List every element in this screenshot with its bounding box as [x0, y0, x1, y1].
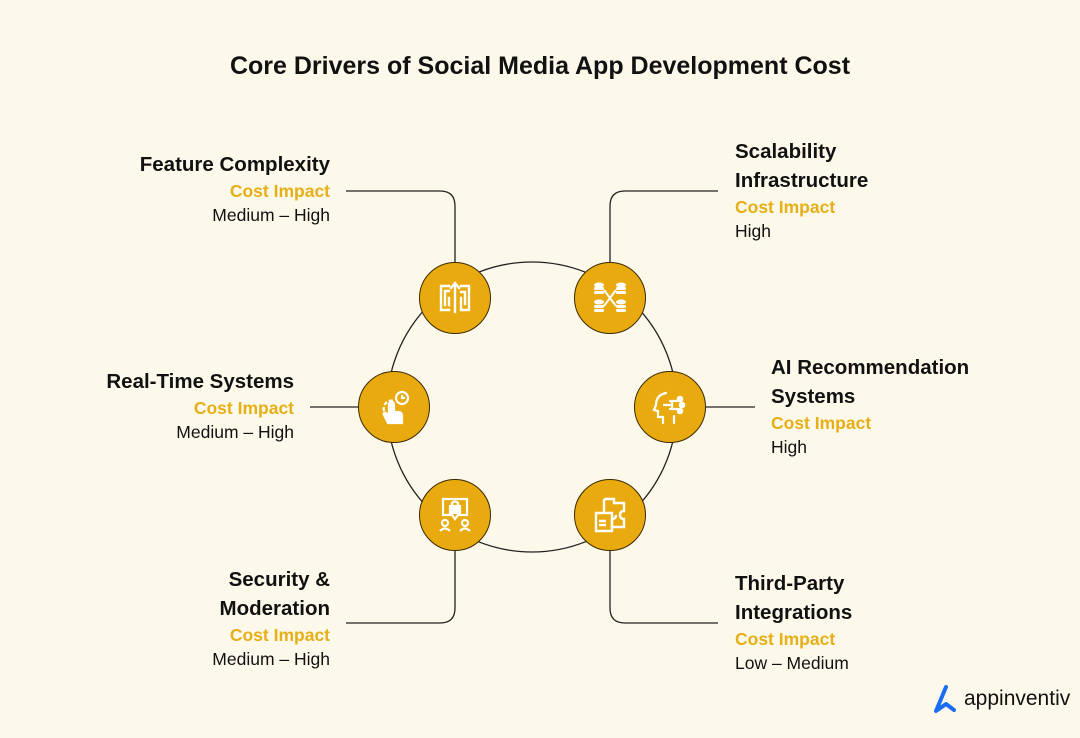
- driver-heading-line1: Third-Party: [735, 572, 845, 595]
- driver-heading-line2: Systems: [771, 385, 856, 408]
- driver-ai-recommendation: AI Recommendation Systems Cost Impact Hi…: [771, 353, 969, 459]
- driver-heading-line1: AI Recommendation: [771, 356, 970, 379]
- database-network-icon: [594, 282, 626, 312]
- security-users-icon: [439, 497, 471, 532]
- driver-heading: Real-Time Systems: [106, 370, 294, 393]
- cost-impact-label: Cost Impact: [735, 629, 836, 649]
- ai-recommendation-node: [634, 371, 706, 443]
- driver-heading-line2: Infrastructure: [735, 169, 869, 192]
- cost-impact-label: Cost Impact: [229, 181, 330, 201]
- cost-impact-label: Cost Impact: [229, 625, 330, 645]
- cost-impact-value: Low – Medium: [735, 653, 849, 673]
- cost-impact-value: Medium – High: [212, 649, 330, 669]
- driver-heading-line1: Scalability: [735, 140, 837, 163]
- real-time-node: [358, 371, 430, 443]
- cost-impact-label: Cost Impact: [193, 398, 294, 418]
- maze-icon: [439, 281, 471, 314]
- feature-complexity-node: [419, 262, 491, 334]
- page-title: Core Drivers of Social Media App Develop…: [229, 52, 851, 80]
- driver-heading-line2: Moderation: [219, 597, 330, 620]
- cost-impact-label: Cost Impact: [735, 197, 836, 217]
- cost-impact-label: Cost Impact: [771, 413, 872, 433]
- cost-impact-value: Medium – High: [176, 422, 294, 442]
- driver-feature-complexity: Feature Complexity Cost Impact Medium – …: [140, 150, 330, 227]
- driver-scalability: Scalability Infrastructure Cost Impact H…: [735, 137, 868, 243]
- driver-heading-line1: Security &: [228, 568, 330, 591]
- appinventiv-logo: appinventiv: [932, 684, 1070, 714]
- logo-text: appinventiv: [964, 687, 1071, 710]
- driver-heading-line2: Integrations: [735, 601, 853, 624]
- driver-heading: Feature Complexity: [139, 153, 330, 176]
- logo-mark-icon: [934, 685, 956, 713]
- cost-impact-value: Medium – High: [212, 205, 330, 225]
- ai-head-icon: [652, 391, 686, 425]
- driver-security-moderation: Security & Moderation Cost Impact Medium…: [212, 565, 330, 671]
- driver-real-time: Real-Time Systems Cost Impact Medium – H…: [106, 367, 294, 444]
- scalability-node: [574, 262, 646, 334]
- puzzle-integration-icon: [594, 497, 626, 533]
- cost-impact-value: High: [771, 437, 807, 457]
- touch-clock-icon: [382, 390, 410, 425]
- third-party-node: [574, 479, 646, 551]
- cost-impact-value: High: [735, 221, 771, 241]
- security-moderation-node: [419, 479, 491, 551]
- driver-third-party: Third-Party Integrations Cost Impact Low…: [735, 569, 852, 675]
